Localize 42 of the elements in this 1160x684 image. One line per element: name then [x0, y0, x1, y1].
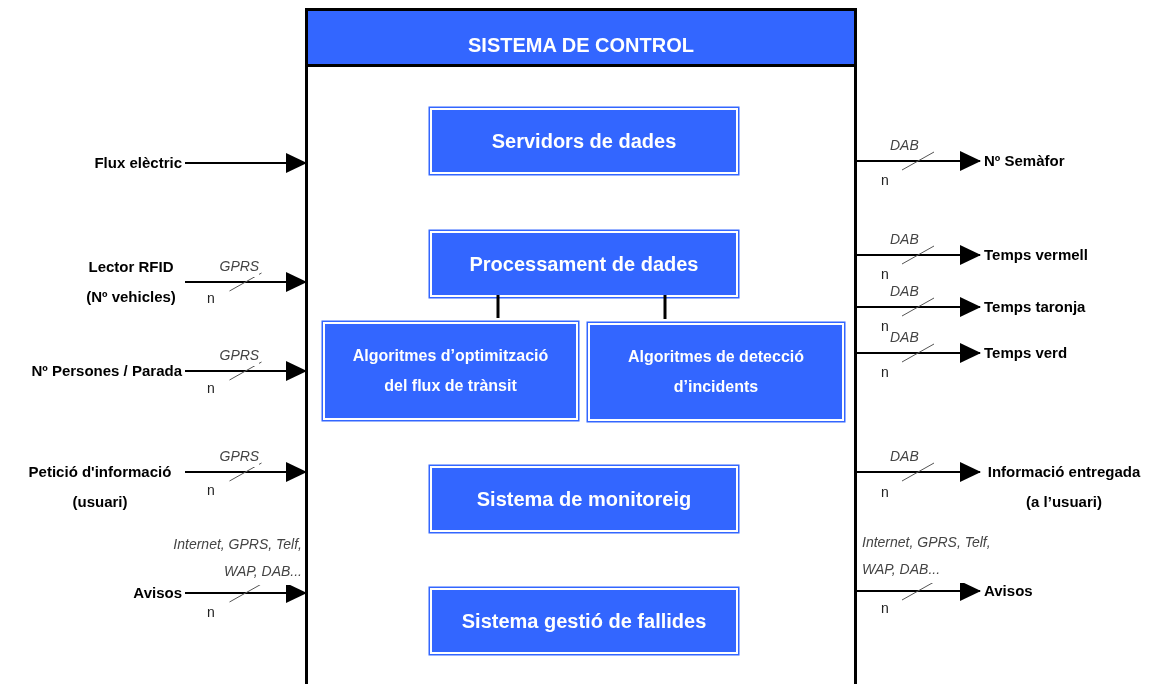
bus-width-label: n	[881, 172, 889, 188]
arrow	[855, 343, 981, 363]
process-box: Sistema de monitoreig	[430, 466, 738, 532]
bus-width-label: n	[207, 380, 215, 396]
arrow	[855, 245, 981, 265]
process-box: Sistema gestió de fallides	[430, 588, 738, 654]
header-band: SISTEMA DE CONTROL	[308, 11, 854, 67]
arrow	[855, 581, 981, 601]
output-label: Temps verd	[984, 342, 1144, 364]
bus-width-label: n	[207, 290, 215, 306]
arrow	[184, 583, 307, 603]
bus-width-label: n	[881, 266, 889, 282]
bus-width-label: n	[207, 604, 215, 620]
bus-width-label: n	[881, 318, 889, 334]
process-box: Servidors de dades	[430, 108, 738, 174]
connector-line	[663, 295, 667, 319]
system-frame	[305, 8, 857, 684]
input-label: Petició d'informació (usuari)	[18, 457, 182, 517]
arrow	[184, 462, 307, 482]
output-label: Informació entregada (a l’usuari)	[984, 457, 1144, 517]
bus-width-label: n	[207, 482, 215, 498]
arrow	[184, 361, 307, 381]
bus-width-label: n	[881, 484, 889, 500]
arrow	[855, 151, 981, 171]
input-label: Nº Persones / Parada	[2, 360, 182, 382]
bus-width-label: n	[881, 600, 889, 616]
arrow	[184, 272, 307, 292]
arrow	[855, 297, 981, 317]
input-label: Flux elèctric	[60, 152, 182, 174]
input-label: Avisos	[100, 582, 182, 604]
process-box: Algoritmes de detecció d’incidents	[588, 323, 844, 421]
bus-width-label: n	[881, 364, 889, 380]
output-label: Nº Semàfor	[984, 150, 1144, 172]
output-label: Avisos	[984, 580, 1144, 602]
input-label: Lector RFID (Nº vehicles)	[80, 252, 182, 312]
arrow	[855, 462, 981, 482]
arrow	[184, 153, 307, 173]
output-label: Temps taronja	[984, 296, 1144, 318]
connector-line	[496, 295, 500, 318]
process-box: Algoritmes d’optimització del flux de trànsit	[323, 322, 578, 420]
process-box: Processament de dades	[430, 231, 738, 297]
output-label: Temps vermell	[984, 244, 1144, 266]
